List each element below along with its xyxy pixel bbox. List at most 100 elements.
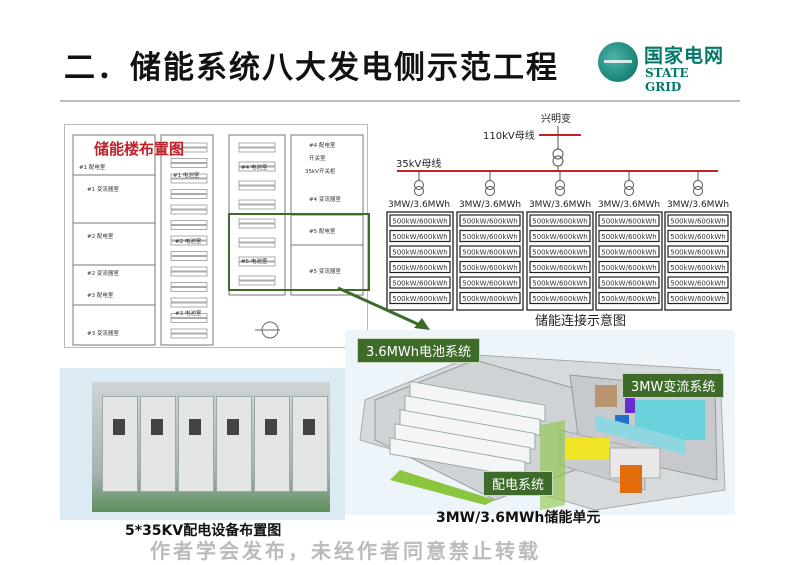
module-label: 500kW/600kWh <box>670 280 725 288</box>
unit-box <box>386 211 454 311</box>
module-label: 500kW/600kWh <box>462 249 517 257</box>
battery-rack <box>170 220 208 225</box>
battery-rack <box>170 266 208 272</box>
battery-rack <box>238 223 276 229</box>
switchgear-cabinet <box>140 396 176 492</box>
battery-rack <box>170 302 208 308</box>
module-box <box>389 276 451 289</box>
module-box <box>389 214 451 227</box>
battery-rack <box>170 147 208 153</box>
module-label: 500kW/600kWh <box>601 295 656 303</box>
module-box <box>459 291 521 305</box>
module-label: 500kW/600kWh <box>462 233 517 241</box>
battery-rack <box>238 142 276 148</box>
transformer-icon <box>552 155 564 167</box>
battery-rack <box>170 240 208 246</box>
unit-rating-label: 3MW/3.6MWh <box>459 200 521 210</box>
module-label: 500kW/600kWh <box>670 264 725 272</box>
battery-rack <box>238 280 276 286</box>
unit-box <box>526 211 594 311</box>
module-label: 500kW/600kWh <box>601 249 656 257</box>
battery-rack <box>170 251 208 256</box>
module-label: 500kW/600kWh <box>532 249 587 257</box>
switchgear-cabinet <box>102 396 138 492</box>
transformer-icon <box>485 186 495 196</box>
battery-rack <box>170 142 208 148</box>
transformer-icon <box>414 186 424 196</box>
mv-bus-label: 35kV母线 <box>396 157 441 170</box>
module-box <box>389 291 451 305</box>
title-divider <box>60 100 740 102</box>
battery-rack <box>170 173 208 179</box>
module-label: 500kW/600kWh <box>532 233 587 241</box>
module-label: 500kW/600kWh <box>532 295 587 303</box>
module-box <box>459 260 521 274</box>
unit-rating-label: 3MW/3.6MWh <box>529 200 591 210</box>
battery-rack <box>238 256 276 262</box>
module-label: 500kW/600kWh <box>601 218 656 226</box>
room-label: #3 配电室 <box>87 291 114 299</box>
module-box <box>459 245 521 258</box>
module-label: 500kW/600kWh <box>392 218 447 226</box>
battery-rack <box>238 147 276 153</box>
transformer-icon <box>414 180 424 190</box>
room-label: #5 变流器室 <box>309 267 341 275</box>
module-label: 500kW/600kWh <box>670 218 725 226</box>
module-box <box>598 291 660 305</box>
tag-pcs-system: 3MW变流系统 <box>622 373 725 398</box>
module-label: 500kW/600kWh <box>532 218 587 226</box>
slide-title: 二．储能系统八大发电侧示范工程 <box>64 50 559 86</box>
module-label: 500kW/600kWh <box>392 295 447 303</box>
module-box <box>667 276 729 289</box>
battery-rack <box>170 333 208 339</box>
room-label: #2 配电室 <box>87 232 114 240</box>
transformer-icon <box>555 186 565 196</box>
module-box <box>529 245 591 258</box>
unit-box <box>595 211 663 311</box>
hv-bus-label: 110kV母线 <box>483 129 535 142</box>
room-label: #5 电池室 <box>241 257 268 265</box>
battery-rack <box>170 235 208 241</box>
module-box <box>389 260 451 274</box>
battery-rack <box>238 218 276 224</box>
transformer-icon <box>693 186 703 196</box>
room-label: #4 变流器室 <box>309 195 341 203</box>
module-label: 500kW/600kWh <box>670 249 725 257</box>
storage-unit-drawing <box>359 354 726 511</box>
module-label: 500kW/600kWh <box>670 233 725 241</box>
battery-rack <box>238 261 276 267</box>
battery-rack <box>170 163 208 168</box>
battery-rack <box>170 328 208 334</box>
floor-plan-drawing: #1 配电室#1 变流器室#1 电池室#2 配电室#2 变流器室#2 电池室#3… <box>72 134 364 346</box>
room-label: #2 电池室 <box>175 237 202 245</box>
module-box <box>529 260 591 274</box>
storage-unit-render: 3.6MWh电池系统 3MW变流系统 配电系统 <box>345 330 735 515</box>
module-box <box>598 229 660 243</box>
module-label: 500kW/600kWh <box>392 233 447 241</box>
battery-rack <box>238 161 276 167</box>
battery-rack <box>170 194 208 199</box>
connection-diagram-caption: 储能连接示意图 <box>535 314 627 329</box>
source-substation-label: 兴明变 <box>541 112 571 125</box>
room-label: #1 电池室 <box>173 171 200 179</box>
room-label: #5 配电室 <box>309 227 336 235</box>
transformer-icon <box>693 180 703 190</box>
module-label: 500kW/600kWh <box>462 264 517 272</box>
switchgear-cabinet <box>254 396 290 492</box>
battery-rack <box>170 225 208 230</box>
module-box <box>598 276 660 289</box>
battery-rack <box>238 185 276 191</box>
battery-rack <box>238 199 276 205</box>
module-box <box>667 214 729 227</box>
battery-rack <box>238 166 276 172</box>
wall <box>160 134 214 346</box>
module-box <box>529 214 591 227</box>
transformer-icon <box>552 148 564 160</box>
module-box <box>389 245 451 258</box>
module-label: 500kW/600kWh <box>392 264 447 272</box>
room-label: 35kV开关柜 <box>305 167 336 175</box>
module-label: 500kW/600kWh <box>601 264 656 272</box>
module-box <box>598 260 660 274</box>
module-label: 500kW/600kWh <box>392 249 447 257</box>
battery-rack <box>238 275 276 281</box>
